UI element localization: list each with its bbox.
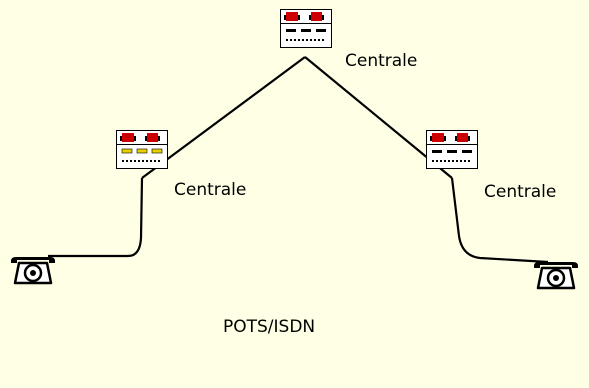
connection-lines xyxy=(48,56,549,264)
exchange-top-label: Centrale xyxy=(345,51,418,71)
telephone-left-icon xyxy=(9,255,57,285)
network-caption: POTS/ISDN xyxy=(223,317,316,337)
exchange-left-icon xyxy=(117,131,168,169)
exchange-top-icon xyxy=(281,10,332,48)
exchange-right-label: Centrale xyxy=(484,182,557,202)
line-exchange-right-to-phone-right xyxy=(450,177,549,264)
line-phone-left-to-exchange-left xyxy=(48,177,144,258)
telephone-right-icon xyxy=(532,260,580,290)
exchange-right-icon xyxy=(427,131,478,169)
line-exchange-left-to-exchange-top xyxy=(141,56,306,179)
exchange-left-label: Centrale xyxy=(174,180,247,200)
